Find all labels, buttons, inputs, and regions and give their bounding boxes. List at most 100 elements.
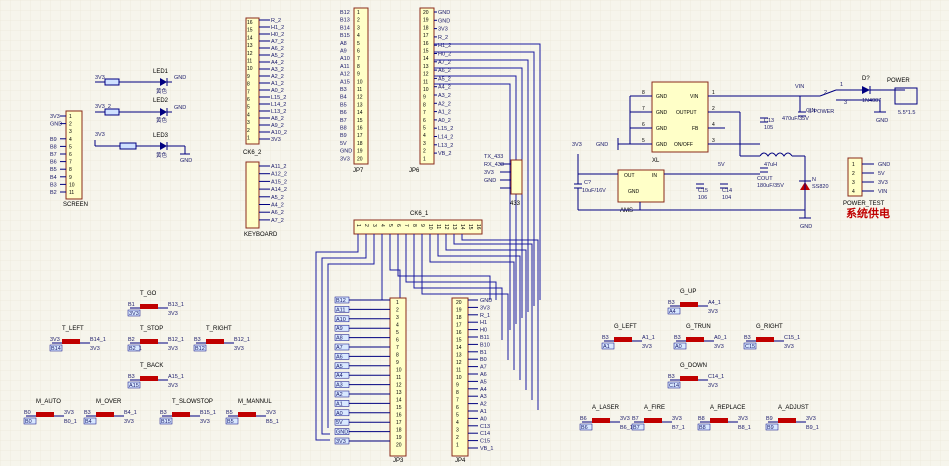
power-input[interactable]: VIN D? 1N4007 GND S-POWER 1 2 3 POWER 5.… <box>795 76 918 124</box>
ck6-1-pin-number: 15 <box>467 224 473 230</box>
jp7-net-label: B5 <box>340 102 347 108</box>
svg-text:D?: D? <box>862 76 870 82</box>
button-switch <box>614 337 632 342</box>
jp6-net-label: A3_2 <box>438 93 451 99</box>
led3[interactable]: 3V3 LED3 黄色 GND <box>94 132 192 164</box>
svg-text:2: 2 <box>712 106 715 112</box>
jp3-net-label: 5V <box>336 420 343 426</box>
svg-text:5: 5 <box>642 138 645 144</box>
svg-text:180uF/35V: 180uF/35V <box>757 183 784 189</box>
button-net-left: B5 <box>226 410 233 416</box>
svg-text:GND: GND <box>656 110 668 116</box>
keyboard-net-label: A12_2 <box>271 172 287 178</box>
button-net-right: B14_1 <box>90 337 106 343</box>
button-switch <box>36 412 54 417</box>
svg-text:S-POWER: S-POWER <box>808 109 834 115</box>
jp3-pin-number: 8 <box>396 353 399 359</box>
power-test-header[interactable]: 1 2 3 4 GND 5V 3V3 VIN POWER_TEST <box>843 157 890 207</box>
svg-text:GND: GND <box>656 94 668 100</box>
jp4-net-label: H1 <box>480 320 487 326</box>
ck6-2-pin-number: 8 <box>247 82 250 88</box>
button-net-bottom-left: B15 <box>161 419 171 425</box>
xl-regulator[interactable]: GND GND GND GND VIN OUTPUT FB ON/OFF XL … <box>596 81 800 164</box>
led1[interactable]: 3V3 LED1 黄色 GND <box>95 69 186 95</box>
svg-text:4: 4 <box>852 189 855 195</box>
button-net-bottom-left: B0 <box>25 419 32 425</box>
button-net-right: B12_1 <box>168 337 184 343</box>
jp4-net-label: B0 <box>480 357 487 363</box>
keyboard-net-label: A5_2 <box>271 195 284 201</box>
jp4-net-label: B11 <box>480 335 489 341</box>
jp3-net-label: A11 <box>336 307 345 313</box>
header-433[interactable]: TX_433 RX_433 3V3 GND 433 <box>484 154 523 207</box>
jp7-pin-number: 7 <box>357 56 360 62</box>
jp7-pin-number: 10 <box>357 79 363 85</box>
button-net-box <box>159 417 173 425</box>
jp3-pin-number: 10 <box>396 368 402 374</box>
jp3-pin-number: 17 <box>396 420 402 426</box>
schottky-diode[interactable]: N SS820 <box>792 155 829 210</box>
button-net-left: B3 <box>194 337 201 343</box>
svg-text:POWER: POWER <box>887 78 910 84</box>
screen-net-label: B2 <box>50 190 57 196</box>
svg-text:OUT: OUT <box>624 173 635 179</box>
button-net-right: B12_1 <box>234 337 250 343</box>
ck6-2-pin-number: 14 <box>247 35 253 41</box>
capacitors[interactable]: C? 10uF/16V C15 106 C14 104 COUT 180uF/3… <box>574 108 816 201</box>
ams-regulator[interactable]: OUT IN GND AMS 3V3 <box>572 142 805 214</box>
svg-text:1: 1 <box>852 162 855 168</box>
ck6-2-pin-number: 1 <box>247 136 250 142</box>
jp4-pin-number: 8 <box>456 390 459 396</box>
button-net-box <box>127 309 141 317</box>
svg-text:KEYBOARD: KEYBOARD <box>244 232 278 238</box>
jp7-pin-number: 6 <box>357 49 360 55</box>
button-net-bottom-right: 3V3 <box>708 383 718 389</box>
svg-text:10uF/16V: 10uF/16V <box>582 188 606 194</box>
button-switch <box>172 412 190 417</box>
jp6-net-label: VB_2 <box>438 151 451 157</box>
screen-pin-number: 5 <box>69 144 72 150</box>
button-net-left: B3 <box>668 300 675 306</box>
button-net-left: B3 <box>668 374 675 380</box>
jp4-net-label: A1 <box>480 409 487 415</box>
ck6-2-net-label: L13_2 <box>271 109 286 115</box>
jp7-pin-number: 8 <box>357 64 360 70</box>
button-title: G_RIGHT <box>756 324 783 330</box>
svg-text:GND: GND <box>656 142 668 148</box>
inductor[interactable]: 47uH <box>739 112 793 168</box>
jp7-net-label: B12 <box>340 10 350 16</box>
jp7-net-label: 5V <box>340 141 347 147</box>
jp3-net-label: A1 <box>336 401 343 407</box>
svg-text:470uF/35V: 470uF/35V <box>782 116 809 122</box>
ck6-1-pin-number: 6 <box>395 224 401 227</box>
jp3-net-label: A4 <box>336 373 343 379</box>
jp3-net-label: A2 <box>336 392 343 398</box>
led2[interactable]: 3V3_2 LED2 黄色 GND <box>95 98 186 124</box>
